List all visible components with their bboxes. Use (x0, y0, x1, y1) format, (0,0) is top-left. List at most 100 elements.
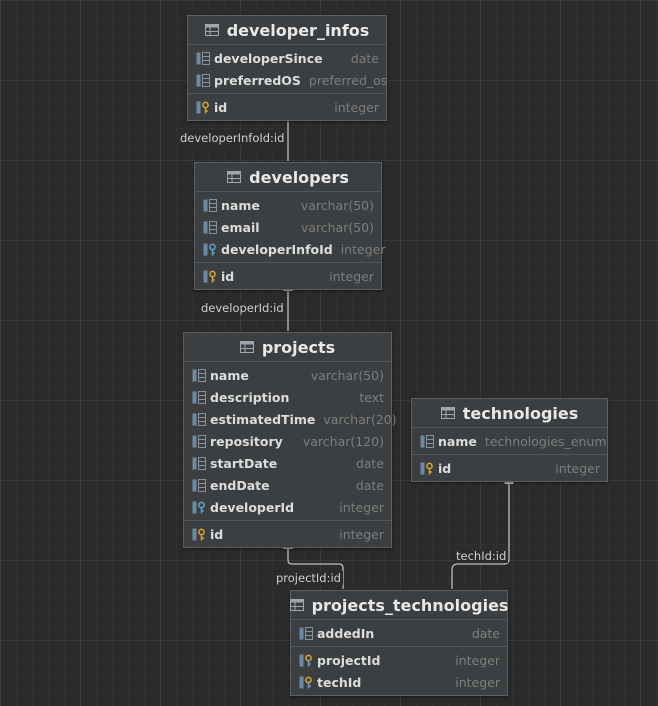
column-name: techId (317, 674, 362, 690)
table-projects[interactable]: projects name varchar(50) description te… (183, 332, 397, 548)
column-name: name (438, 433, 477, 449)
column-type: integer (455, 652, 500, 668)
column-name: addedIn (317, 625, 375, 641)
column-type: integer (339, 499, 384, 515)
column-icon (196, 73, 210, 87)
table-technologies[interactable]: technologies name technologies_enum id i… (411, 398, 608, 482)
column-name[interactable]: name varchar(50) (184, 364, 391, 386)
column-tech-id-key[interactable]: techId integer (291, 671, 507, 693)
column-estimated-time[interactable]: estimatedTime varchar(20) (184, 408, 397, 430)
table-header-developers[interactable]: developers (195, 163, 381, 192)
column-type: date (355, 477, 384, 493)
column-icon (192, 412, 206, 426)
foreign-key-icon (203, 243, 216, 255)
table-title: projects (261, 337, 336, 357)
column-type: integer (340, 241, 386, 257)
edge-projects-technologies-projects (287, 549, 344, 589)
table-icon (227, 171, 242, 183)
table-header-projects-technologies[interactable]: projects_technologies (289, 591, 509, 620)
table-title: developers (249, 167, 349, 187)
column-developer-id[interactable]: developerId integer (184, 496, 391, 518)
primary-foreign-key-icon (299, 676, 312, 688)
foreign-key-icon (192, 501, 205, 513)
column-type: varchar(20) (323, 411, 397, 427)
column-name: name (221, 197, 260, 213)
column-type: integer (555, 460, 600, 476)
column-id-primary-key[interactable]: id integer (188, 96, 386, 118)
column-name: description (210, 389, 290, 405)
column-name[interactable]: name varchar(50) (195, 194, 381, 216)
column-icon (299, 626, 313, 640)
column-developer-since[interactable]: developerSince date (188, 47, 386, 69)
column-type: integer (329, 268, 374, 284)
column-type: technologies_enum (484, 433, 607, 449)
column-email[interactable]: email varchar(50) (195, 216, 381, 238)
primary-foreign-key-icon (299, 654, 312, 666)
column-type: integer (339, 526, 384, 542)
column-type: varchar(50) (300, 219, 374, 235)
column-name: developerInfoId (221, 241, 333, 257)
relation-label-developer: developerId:id (199, 301, 286, 315)
column-project-id-key[interactable]: projectId integer (291, 649, 507, 671)
table-icon (440, 407, 455, 419)
column-end-date[interactable]: endDate date (184, 474, 391, 496)
column-type: date (350, 50, 379, 66)
column-repository[interactable]: repository varchar(120) (184, 430, 391, 452)
primary-key-icon (203, 270, 216, 282)
table-developers[interactable]: developers name varchar(50) email varcha… (194, 162, 385, 290)
relation-label-project: projectId:id (274, 571, 343, 585)
column-name: estimatedTime (210, 411, 316, 427)
table-title: projects_technologies (311, 595, 509, 615)
column-icon (192, 390, 206, 404)
column-name: endDate (210, 477, 270, 493)
column-name: id (210, 526, 224, 542)
table-header-developer-infos[interactable]: developer_infos (188, 16, 386, 45)
column-icon (196, 51, 210, 65)
column-name: startDate (210, 455, 278, 471)
column-type: varchar(50) (310, 367, 384, 383)
column-id-primary-key[interactable]: id integer (184, 523, 391, 545)
edge-projects-technologies-technologies (451, 482, 510, 589)
table-icon (204, 24, 219, 36)
column-developer-info-id[interactable]: developerInfoId integer (195, 238, 385, 260)
column-icon (192, 456, 206, 470)
relation-label-tech: techId:id (454, 549, 509, 563)
column-name: id (214, 99, 228, 115)
column-description[interactable]: description text (184, 386, 391, 408)
column-id-primary-key[interactable]: id integer (412, 457, 607, 479)
column-preferred-os[interactable]: preferredOS preferred_os (188, 69, 388, 91)
table-icon (239, 341, 254, 353)
column-start-date[interactable]: startDate date (184, 452, 391, 474)
table-header-projects[interactable]: projects (184, 333, 391, 362)
column-type: integer (334, 99, 379, 115)
pk-separator (412, 454, 607, 455)
column-type: integer (455, 674, 500, 690)
column-name: projectId (317, 652, 381, 668)
column-icon (192, 434, 206, 448)
table-icon (289, 599, 304, 611)
column-icon (192, 478, 206, 492)
primary-key-icon (196, 101, 209, 113)
table-projects-technologies[interactable]: projects_technologies addedIn date proje… (289, 590, 509, 696)
column-type: varchar(50) (300, 197, 374, 213)
column-name: id (221, 268, 235, 284)
column-name: repository (210, 433, 283, 449)
table-header-technologies[interactable]: technologies (412, 399, 607, 428)
table-developer-infos[interactable]: developer_infos developerSince date pref… (187, 15, 387, 121)
table-title: technologies (462, 403, 579, 423)
column-icon (203, 220, 217, 234)
column-type: date (471, 625, 500, 641)
column-name: preferredOS (214, 72, 301, 88)
column-added-in[interactable]: addedIn date (291, 622, 507, 644)
table-title: developer_infos (226, 20, 370, 40)
column-name: id (438, 460, 452, 476)
column-type: preferred_os (308, 72, 388, 88)
column-id-primary-key[interactable]: id integer (195, 265, 381, 287)
column-type: varchar(120) (302, 433, 384, 449)
column-name: developerSince (214, 50, 323, 66)
column-icon (203, 198, 217, 212)
column-icon (420, 434, 434, 448)
primary-key-icon (192, 528, 205, 540)
column-name[interactable]: name technologies_enum (412, 430, 607, 452)
column-name: name (210, 367, 249, 383)
